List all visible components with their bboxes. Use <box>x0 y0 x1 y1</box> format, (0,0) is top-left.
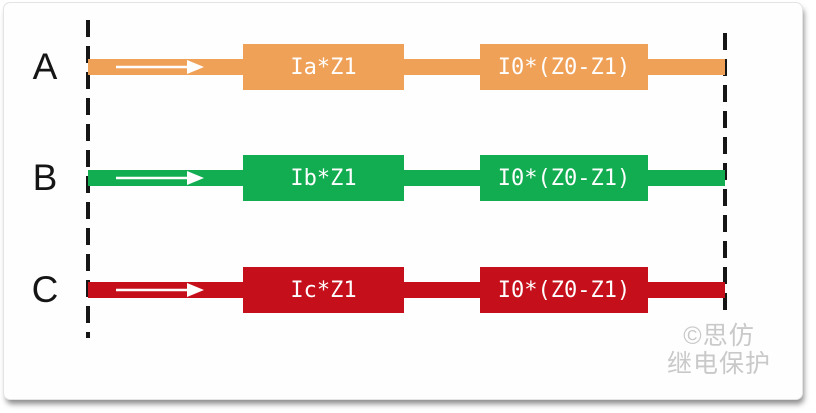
phase-row-a: Ia*Z1 I0*(Z0-Z1) A <box>0 44 816 90</box>
impedance-box-z1: Ib*Z1 <box>243 155 404 201</box>
impedance-box-z0-minus-z1: I0*(Z0-Z1) <box>480 155 648 201</box>
watermark-line2: 继电保护 <box>666 350 771 378</box>
phase-label-b: B <box>32 157 58 198</box>
impedance-box-z1: Ic*Z1 <box>243 267 404 313</box>
flow-arrow-icon <box>116 60 204 74</box>
flow-arrow-icon <box>116 283 204 297</box>
flow-arrow-icon <box>116 171 204 185</box>
phase-label-a: A <box>32 46 58 87</box>
watermark: ©思仿 继电保护 <box>648 322 790 378</box>
impedance-box-z1: Ia*Z1 <box>243 44 404 90</box>
impedance-box-z0-minus-z1: I0*(Z0-Z1) <box>480 44 648 90</box>
bus-dashed-line-right <box>723 33 727 315</box>
phase-label-c: C <box>31 269 59 310</box>
watermark-line1: ©思仿 <box>683 322 755 350</box>
phase-row-b: Ib*Z1 I0*(Z0-Z1) B <box>0 155 816 201</box>
phase-row-c: Ic*Z1 I0*(Z0-Z1) C <box>0 267 816 313</box>
impedance-box-z0-minus-z1: I0*(Z0-Z1) <box>480 267 648 313</box>
